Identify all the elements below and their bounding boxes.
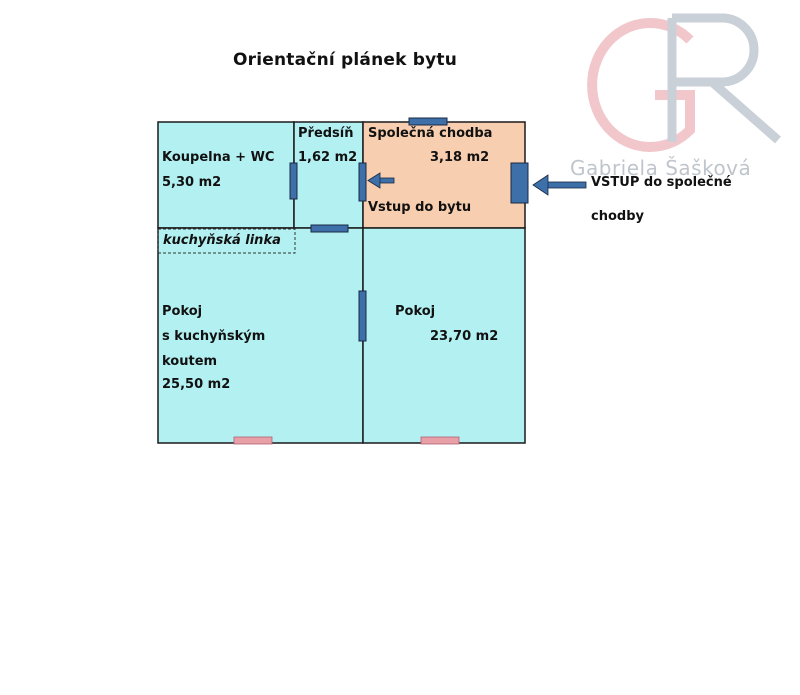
arrow-vstup-bytu-icon	[367, 172, 395, 189]
chodba-name: Společná chodba	[368, 126, 493, 141]
koupelna-area: 5,30 m2	[162, 175, 222, 190]
predsin-name: Předsíň	[298, 126, 354, 141]
room-koupelna	[157, 121, 295, 229]
door-chodba-top	[408, 117, 448, 126]
plan-title: Orientační plánek bytu	[233, 50, 458, 70]
kitchen-counter	[157, 228, 296, 254]
pokoj2-name: Pokoj	[395, 304, 436, 319]
predsin-area: 1,62 m2	[298, 150, 358, 165]
vstup-bytu-label: Vstup do bytu	[368, 200, 472, 215]
room-spolecna-chodba	[362, 121, 526, 229]
window-pokoj-kuchyn	[233, 436, 273, 445]
watermark-name: Gabriela Šašková	[570, 156, 752, 180]
door-vstup-bytu	[358, 162, 367, 202]
entrance-line2: chodby	[591, 209, 644, 224]
door-vstup-chodby	[510, 162, 529, 204]
entrance-line1: VSTUP do společné	[591, 175, 732, 190]
pokoj2-area: 23,70 m2	[430, 329, 499, 344]
pokoj1-line2: s kuchyňským	[162, 329, 266, 344]
pokoj1-line3: koutem	[162, 354, 218, 369]
watermark-g-letter	[587, 18, 695, 152]
door-koupelna	[289, 162, 298, 200]
door-pokoje	[358, 290, 367, 342]
room-pokoj-kuchyn	[157, 227, 364, 444]
chodba-area: 3,18 m2	[430, 150, 490, 165]
pokoj1-area: 25,50 m2	[162, 377, 231, 392]
kuchynska-linka-label: kuchyňská linka	[163, 233, 281, 248]
pokoj1-line1: Pokoj	[162, 304, 203, 319]
watermark-r-letter	[667, 13, 781, 144]
watermark-logo	[587, 13, 781, 152]
door-predsin-pokoj	[310, 224, 349, 233]
arrow-vstup-chodby-icon	[532, 174, 587, 196]
koupelna-name: Koupelna + WC	[162, 150, 275, 165]
window-pokoj	[420, 436, 460, 445]
